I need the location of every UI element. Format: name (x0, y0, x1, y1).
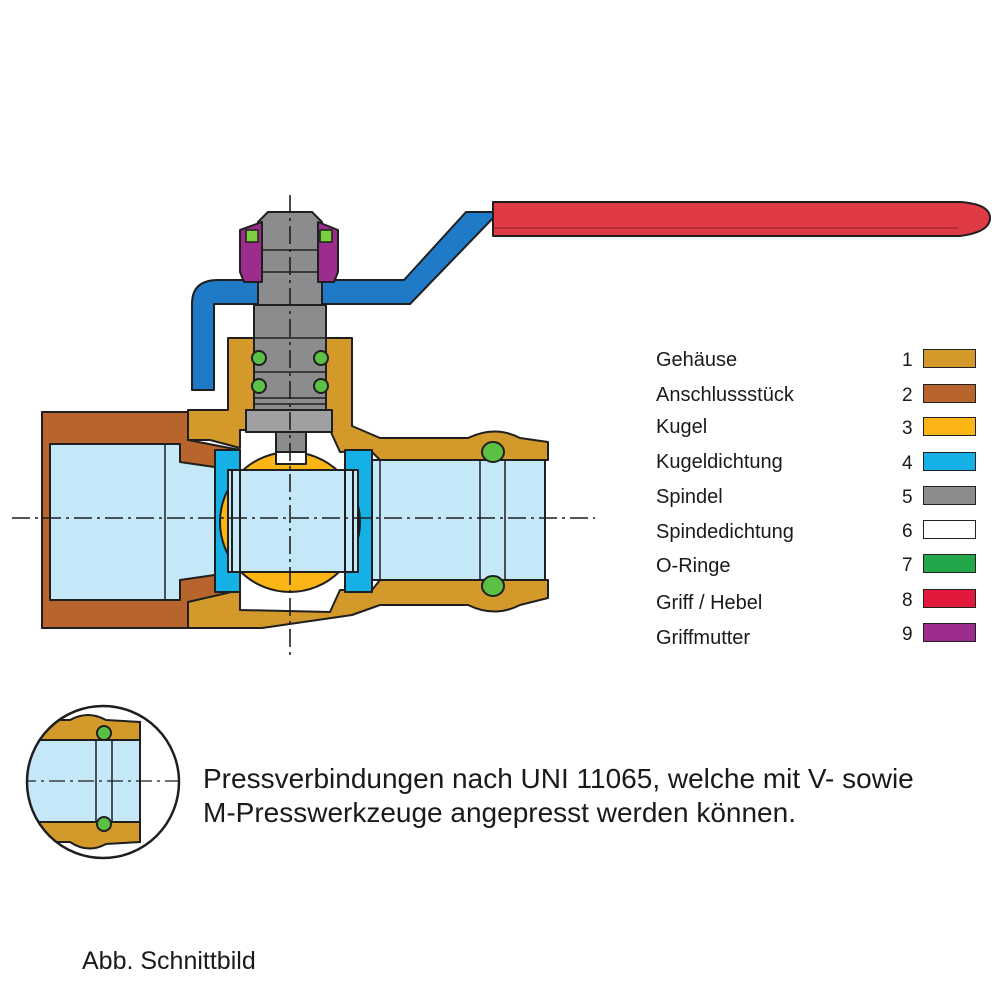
legend-label: Gehäuse (656, 349, 738, 371)
press-fitting-detail-inset (27, 706, 179, 858)
press-connection-note: Pressverbindungen nach UNI 11065, welche… (203, 762, 914, 830)
legend-label: O-Ringe (656, 555, 731, 577)
left-bore (49, 443, 236, 601)
legend-swatch (923, 589, 976, 608)
legend-label: Griffmutter (656, 627, 751, 649)
legend-label: Spindel (656, 486, 723, 508)
legend-swatch (923, 384, 976, 403)
ball-bore (227, 469, 359, 573)
spindle-stem-seal-white (275, 451, 307, 465)
figure-caption: Abb. Schnittbild (82, 947, 256, 975)
legend-swatch (923, 554, 976, 573)
legend-swatch (923, 623, 976, 642)
legend-number: 6 (902, 521, 913, 542)
legend-number: 8 (902, 590, 913, 611)
legend-label: Kugel (656, 416, 708, 438)
legend-label: Spindedichtung (656, 521, 794, 543)
legend-swatch (923, 486, 976, 505)
legend-number: 9 (902, 624, 913, 645)
legend-number: 1 (902, 350, 913, 371)
legend-label: Anschlussstück (656, 384, 794, 406)
legend-swatch (923, 417, 976, 436)
spindle-flange (245, 409, 333, 433)
legend-number: 7 (902, 555, 913, 576)
stem-oring (251, 378, 267, 394)
stem-oring (251, 350, 267, 366)
stem-oring (313, 378, 329, 394)
note-line-2: M-Presswerkzeuge angepresst werden könne… (203, 797, 796, 828)
legend-swatch (923, 452, 976, 471)
legend-number: 2 (902, 385, 913, 406)
handle-lever (492, 201, 991, 237)
legend-label: Kugeldichtung (656, 451, 783, 473)
right-bore (359, 459, 546, 581)
body-housing-lower (187, 579, 549, 629)
legend-swatch (923, 520, 976, 539)
inset-border (25, 704, 181, 860)
legend-swatch (923, 349, 976, 368)
legend-label: Griff / Hebel (656, 592, 763, 614)
note-line-1: Pressverbindungen nach UNI 11065, welche… (203, 763, 914, 794)
press-oring-top (481, 441, 505, 463)
legend-number: 4 (902, 453, 913, 474)
stem-oring (313, 350, 329, 366)
legend-number: 5 (902, 487, 913, 508)
press-oring-bottom (481, 575, 505, 597)
handle-arm (191, 211, 494, 391)
legend-number: 3 (902, 418, 913, 439)
